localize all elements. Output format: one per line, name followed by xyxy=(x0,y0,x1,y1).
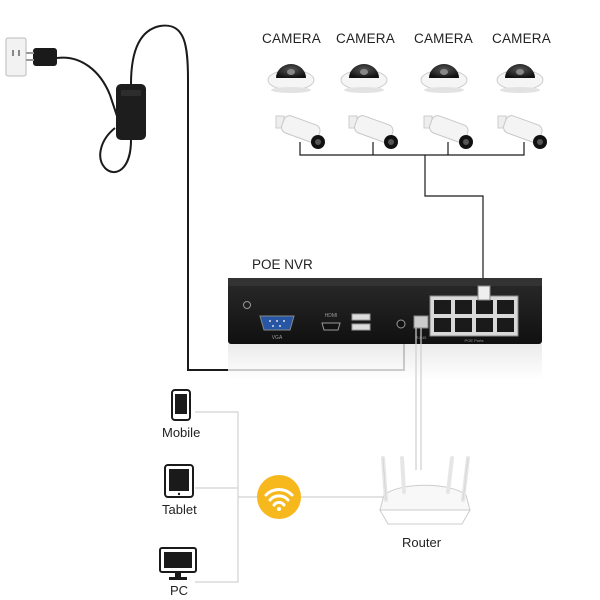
device-label-tablet: Tablet xyxy=(162,502,197,517)
vga-port-label: VGA xyxy=(272,335,283,341)
adapter-loop xyxy=(99,127,132,174)
nvr-reflection xyxy=(228,344,542,380)
dome-camera xyxy=(496,64,544,93)
dome-camera xyxy=(267,64,315,93)
camera-label: CAMERA xyxy=(336,31,395,46)
bullet-camera xyxy=(348,115,398,149)
poe-ports xyxy=(429,295,519,337)
power-plug-icon xyxy=(26,48,57,66)
device-label-pc: PC xyxy=(170,583,189,598)
hdmi-port-label: HDMI xyxy=(325,313,338,319)
power-adapter-icon xyxy=(116,84,146,140)
poe-ports-label: POE Ports xyxy=(465,338,484,343)
power-cable xyxy=(56,56,121,126)
power-input-port xyxy=(396,319,406,329)
mobile-phone-icon xyxy=(171,389,191,421)
tablet-icon xyxy=(164,464,194,498)
hdmi-port xyxy=(321,322,341,331)
router-label: Router xyxy=(402,535,442,550)
usb-ports xyxy=(351,313,371,331)
rj45-port xyxy=(413,315,429,329)
bullet-camera xyxy=(423,115,473,149)
nvr-title: POE NVR xyxy=(252,257,313,272)
camera-bus-lines xyxy=(299,142,525,290)
dome-camera xyxy=(420,64,468,93)
dome-camera xyxy=(340,64,388,93)
bullet-camera xyxy=(497,115,547,149)
poe-plug xyxy=(477,285,491,301)
camera-label: CAMERA xyxy=(262,31,321,46)
monitor-icon xyxy=(159,547,197,580)
wall-outlet-icon xyxy=(5,37,27,77)
nvr-device xyxy=(228,278,542,344)
camera-label: CAMERA xyxy=(414,31,473,46)
adapter-cable-up xyxy=(130,24,405,371)
vga-port xyxy=(259,315,295,331)
wifi-icon xyxy=(257,475,301,519)
bullet-camera xyxy=(275,115,325,149)
device-label-mobile: Mobile xyxy=(162,425,201,440)
camera-label: CAMERA xyxy=(492,31,551,46)
device-connector-lines xyxy=(195,411,384,583)
network-cables xyxy=(415,328,422,470)
router-icon xyxy=(379,456,471,525)
